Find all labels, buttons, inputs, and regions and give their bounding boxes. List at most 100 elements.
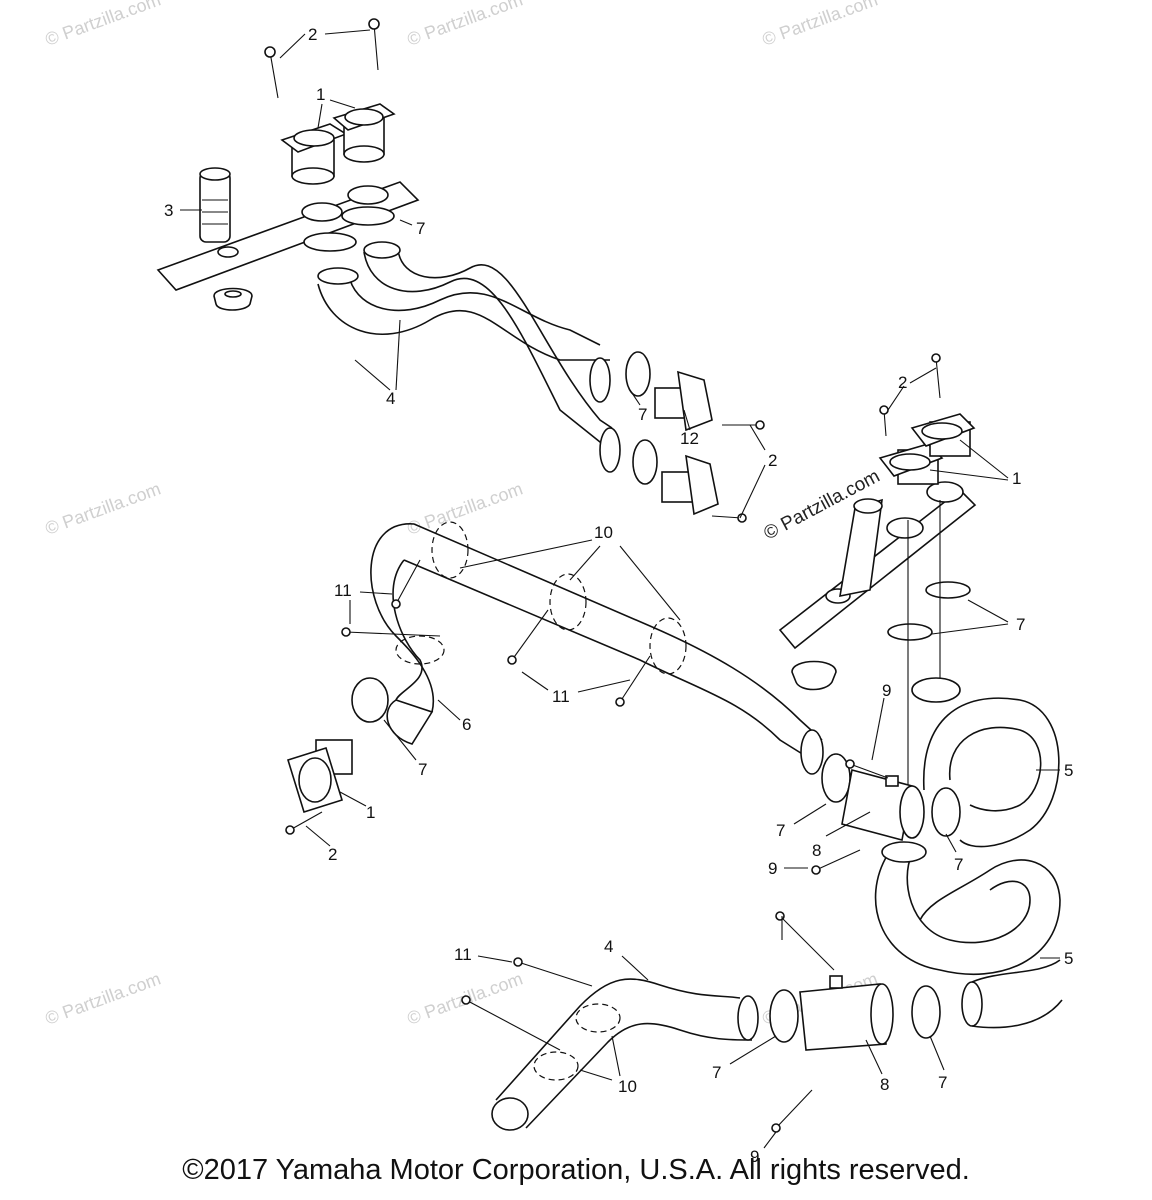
leader-line xyxy=(339,791,367,807)
hose-clamp xyxy=(887,623,933,641)
leader-line xyxy=(619,545,681,621)
hose-clamp xyxy=(821,753,851,803)
gasket-hole xyxy=(347,185,389,205)
callout-11: 11 xyxy=(334,581,352,600)
resonator-end xyxy=(899,785,925,839)
screw-head xyxy=(615,697,625,707)
callout-7: 7 xyxy=(1016,615,1025,634)
hose-end xyxy=(317,267,359,285)
screw xyxy=(345,631,441,637)
hose-end xyxy=(800,729,824,775)
leader-line xyxy=(825,811,871,837)
leader-line xyxy=(399,219,413,226)
hose-end xyxy=(589,357,611,403)
breather-top xyxy=(199,167,231,181)
leader-line xyxy=(477,955,513,963)
callout-5: 5 xyxy=(1064,949,1073,968)
screw-head xyxy=(341,627,351,637)
vent-grille xyxy=(921,422,963,440)
callout-8: 8 xyxy=(880,1075,889,1094)
screw xyxy=(269,51,279,99)
leader-line xyxy=(931,623,1009,635)
protector-sleeve xyxy=(395,635,445,665)
screw-head xyxy=(931,353,941,363)
callout-3: 3 xyxy=(164,201,173,220)
leader-line xyxy=(683,409,691,431)
hose-end xyxy=(737,995,759,1041)
long-hose xyxy=(403,559,813,761)
protector-sleeve xyxy=(649,617,687,675)
screw-head xyxy=(285,825,295,835)
hose-end xyxy=(881,841,927,863)
long-hose-bend xyxy=(392,559,423,701)
leader-line xyxy=(959,439,1009,479)
top-assembly xyxy=(156,18,766,523)
hose-4-bottom xyxy=(495,978,741,1101)
leader-line xyxy=(611,1035,621,1077)
hose-4-lower xyxy=(363,251,611,451)
leader-line xyxy=(577,679,631,693)
callout-2: 2 xyxy=(898,373,907,392)
screw xyxy=(775,1089,813,1129)
hose-5-lower-end xyxy=(971,959,1061,983)
callout-12: 12 xyxy=(680,429,699,448)
outlet-flange xyxy=(677,370,713,432)
screw xyxy=(779,915,835,971)
leader-line xyxy=(395,319,401,391)
screw xyxy=(395,559,421,605)
callout-2: 2 xyxy=(308,25,317,44)
hose-end xyxy=(363,241,401,259)
callout-9: 9 xyxy=(768,859,777,878)
hose-5-upper xyxy=(949,726,1042,812)
callout-9: 9 xyxy=(750,1147,759,1166)
callout-2: 2 xyxy=(768,451,777,470)
leader-line xyxy=(579,1069,613,1081)
breather-pipe xyxy=(199,171,231,243)
callout-7: 7 xyxy=(416,219,425,238)
leader-line xyxy=(359,591,393,595)
leader-line xyxy=(739,464,766,519)
hose-clamp xyxy=(769,989,799,1043)
gasket-hole xyxy=(886,517,924,539)
screw-head xyxy=(755,420,765,430)
callout-8: 8 xyxy=(812,841,821,860)
callout-4: 4 xyxy=(386,389,395,408)
hose-clamp xyxy=(341,206,395,226)
long-hose xyxy=(413,523,823,741)
leader-line xyxy=(763,1131,777,1149)
screw-head xyxy=(771,1123,781,1133)
watermark: © Partzilla.com xyxy=(405,0,526,50)
watermark-layer: © Partzilla.com © Partzilla.com © Partzi… xyxy=(43,0,884,1029)
vent-grille xyxy=(293,129,335,147)
hose-5-lower xyxy=(874,853,1061,975)
screw xyxy=(517,961,593,987)
leader-line xyxy=(749,424,766,451)
resonator-end xyxy=(870,983,894,1045)
screw-head xyxy=(513,957,523,967)
protector-sleeve xyxy=(549,573,587,631)
callout-7: 7 xyxy=(712,1063,721,1082)
hose-5-lower xyxy=(906,853,1031,944)
breather-top xyxy=(853,498,883,514)
leader-line xyxy=(324,29,371,35)
callout-4: 4 xyxy=(604,937,613,956)
callout-1: 1 xyxy=(366,803,375,822)
hose-clamp xyxy=(351,677,389,723)
callout-6: 6 xyxy=(462,715,471,734)
gasket-hole xyxy=(926,481,964,503)
leader-line xyxy=(569,545,601,581)
hose-end xyxy=(961,981,983,1027)
screw xyxy=(289,811,323,831)
vent-body-base xyxy=(291,167,335,185)
leader-line xyxy=(279,33,306,59)
screw-head xyxy=(775,911,785,921)
callout-11: 11 xyxy=(454,945,472,964)
hose-clamp xyxy=(911,985,941,1039)
screw xyxy=(619,655,651,703)
screw xyxy=(849,763,889,779)
callout-1: 1 xyxy=(316,85,325,104)
vent-cover-pair xyxy=(280,103,396,185)
watermark: © Partzilla.com xyxy=(43,478,164,538)
resonator-tab xyxy=(829,975,843,989)
